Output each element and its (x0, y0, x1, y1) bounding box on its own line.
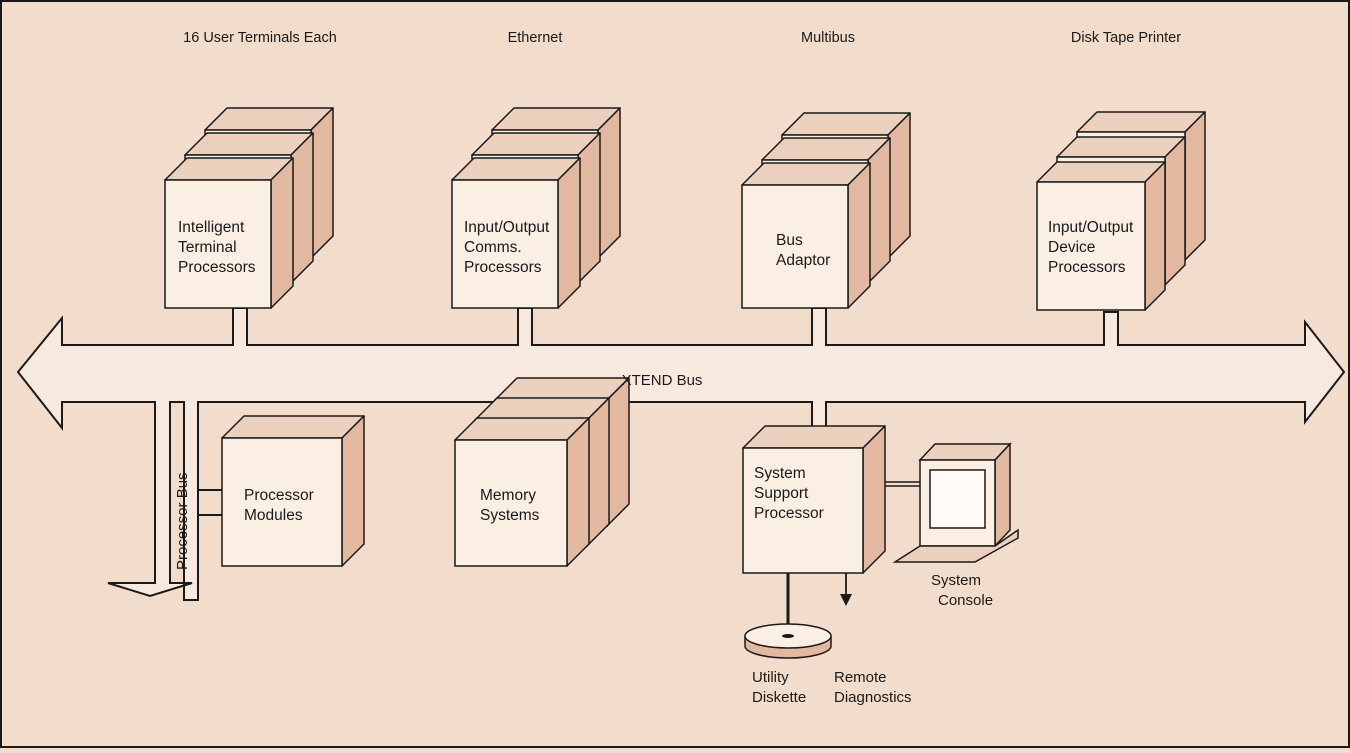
box-label-device-2: Device (1048, 239, 1095, 256)
diskette-hub (782, 634, 794, 638)
comms-processor-box-2-side (578, 133, 600, 283)
group-header-multibus: Multibus (801, 30, 855, 46)
bus-adaptor-box-1 (742, 163, 870, 308)
processor-modules-box-side (342, 416, 364, 566)
xtend-bus-label: XTEND Bus (622, 372, 703, 389)
processor-modules-box-top (222, 416, 364, 438)
box-label-comms-3: Processors (464, 259, 542, 276)
remote-diagnostics-label-2: Diagnostics (834, 689, 912, 706)
memory-systems-box-1-top (455, 418, 589, 440)
memory-systems-box-3-top (495, 378, 629, 400)
group-header-terminals: 16 User Terminals Each (183, 30, 337, 46)
device-processor-box-1-side (1145, 162, 1165, 310)
console-icon (895, 444, 1018, 562)
terminal-processor-box-3-side (311, 108, 333, 258)
system-support-label-1: System (754, 465, 806, 482)
box-label-comms-2: Comms. (464, 239, 522, 256)
bus-adaptor-box-3-side (888, 113, 910, 258)
processor-modules-label-2: Modules (244, 507, 303, 524)
group-header-ethernet: Ethernet (508, 30, 563, 46)
system-support-label-3: Processor (754, 505, 824, 522)
processor-bus-connectors (198, 490, 222, 515)
box-label-comms-1: Input/Output (464, 219, 550, 236)
device-processor-box-2-top (1057, 137, 1185, 157)
system-console-label-1: System (931, 572, 981, 589)
system-support-box-top (743, 426, 885, 448)
device-processor-box-1 (1037, 162, 1165, 310)
bus-adaptor-box-2-side (868, 138, 890, 283)
system-console-label-2: Console (938, 592, 993, 609)
memory-systems-box-2-side (587, 398, 609, 546)
box-label-device-1: Input/Output (1048, 219, 1134, 236)
box-label-adaptor-1: Bus (776, 232, 803, 249)
memory-systems-box-3-side (607, 378, 629, 526)
remote-diagnostics-label-1: Remote (834, 669, 887, 686)
system-support-box-side (863, 426, 885, 573)
box-label-terminal-2: Terminal (178, 239, 237, 256)
utility-diskette-label-2: Diskette (752, 689, 806, 706)
box-label-terminal-3: Processors (178, 259, 256, 276)
box-label-adaptor-2: Adaptor (776, 252, 830, 269)
group-header-disk-tape-printer: Disk Tape Printer (1071, 30, 1181, 46)
bus-adaptor-box-1-side (848, 163, 870, 308)
processor-modules-label-1: Processor (244, 487, 314, 504)
device-processor-box-3-side (1185, 112, 1205, 260)
device-processor-box-1-top (1037, 162, 1165, 182)
processor-bus-label: Processor Bus (174, 472, 191, 570)
console-monitor-side (995, 444, 1010, 546)
console-screen (930, 470, 985, 528)
remote-diagnostics-arrowhead (840, 594, 852, 606)
memory-systems-box-2-top (475, 398, 609, 420)
terminal-processor-box-2-side (291, 133, 313, 283)
memory-systems-label-2: Systems (480, 507, 540, 524)
bus-layer (18, 308, 1344, 600)
utility-diskette-label-1: Utility (752, 669, 789, 686)
device-processor-box-2-side (1165, 137, 1185, 285)
device-processor-box-3-top (1077, 112, 1205, 132)
comms-processor-box-1-side (558, 158, 580, 308)
memory-systems-label-1: Memory (480, 487, 536, 504)
xtend-bus-arrow (18, 308, 1344, 600)
terminal-processor-box-1-side (271, 158, 293, 308)
comms-processor-box-3-side (598, 108, 620, 258)
system-support-label-2: Support (754, 485, 809, 502)
memory-systems-box-1-side (567, 418, 589, 566)
box-label-device-3: Processors (1048, 259, 1126, 276)
box-label-terminal-1: Intelligent (178, 219, 245, 236)
